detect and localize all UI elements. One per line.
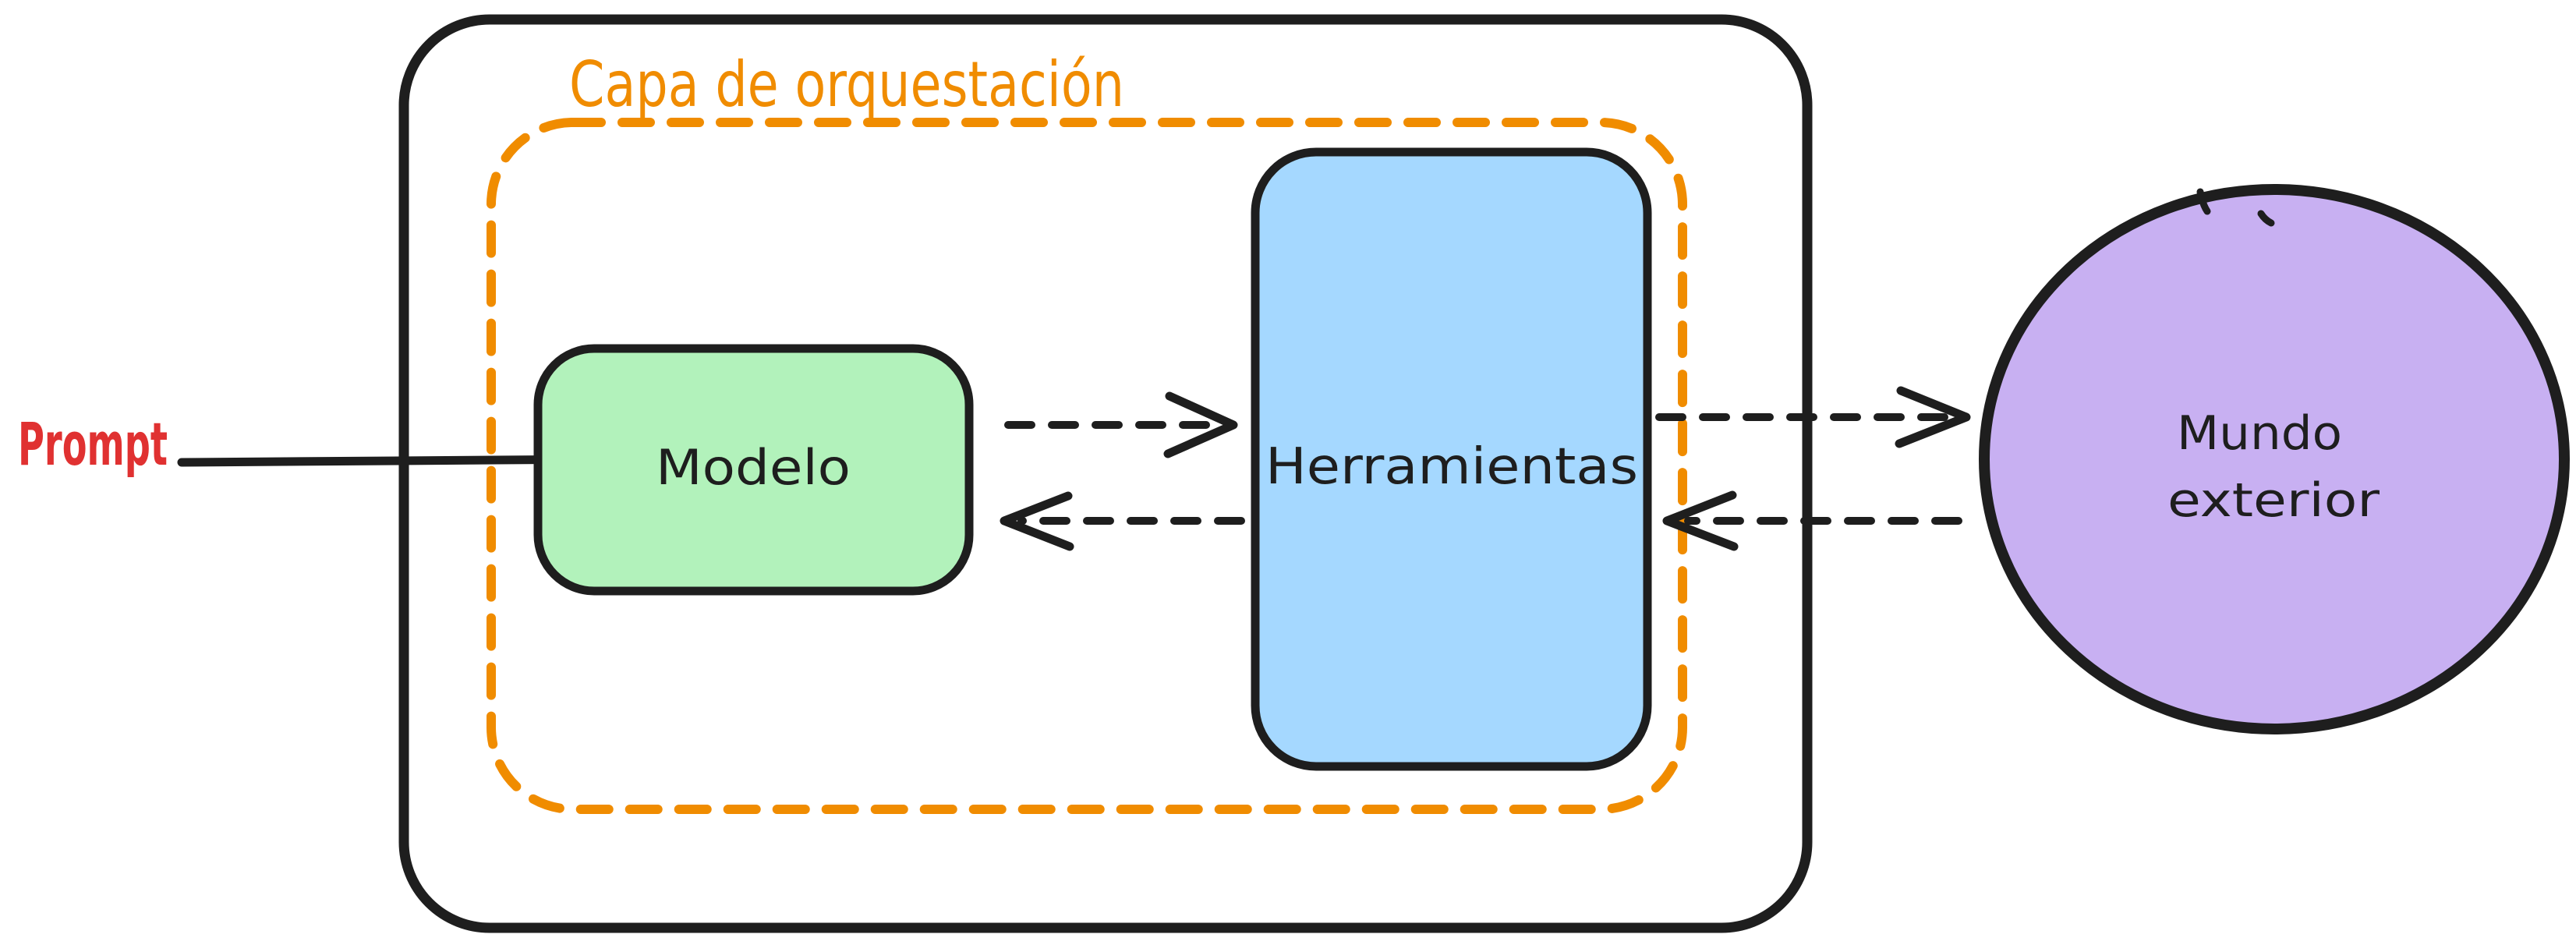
orchestration-layer-label: Capa de orquestación — [569, 48, 1124, 121]
model-label: Modelo — [656, 439, 851, 496]
outside-world-label-line1: Mundo — [2177, 406, 2342, 461]
outside-world-circle — [1979, 184, 2570, 734]
world-to-tools-arrowhead-icon — [1662, 490, 1739, 551]
model-to-tools-arrowhead-icon — [1163, 391, 1238, 458]
circle-seam-tick — [2257, 210, 2275, 227]
circle-seam-tick — [2196, 188, 2211, 215]
prompt-label: Prompt — [18, 409, 168, 479]
orchestration-layer-boundary — [487, 118, 1687, 814]
tools-to-world-arrowhead-icon — [1895, 386, 1971, 448]
tools-label: Herramientas — [1265, 438, 1638, 496]
tools-box — [1251, 147, 1652, 771]
model-box — [533, 344, 974, 596]
outside-world-label-line2: exterior — [2167, 473, 2380, 528]
tools-to-model-arrowhead-icon — [1000, 491, 1074, 551]
